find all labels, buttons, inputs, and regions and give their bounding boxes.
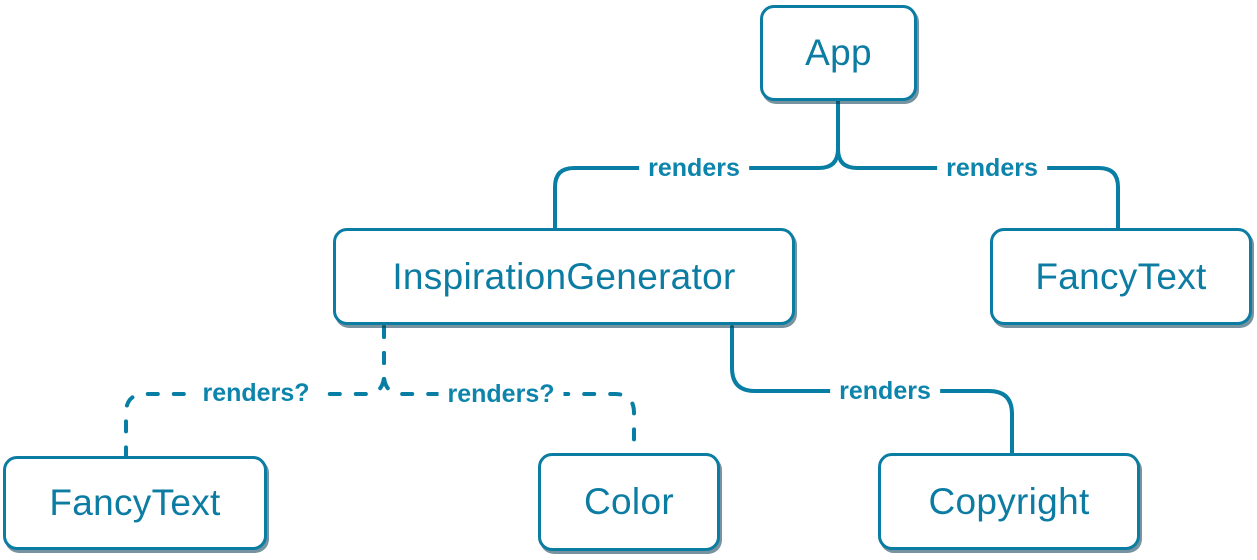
node-fancy-text-bottom: FancyText xyxy=(3,456,267,550)
edge-label-inspirationgenerator-color: renders? xyxy=(438,379,564,409)
node-fancy-text-top: FancyText xyxy=(990,228,1252,325)
node-color: Color xyxy=(538,453,720,551)
node-copyright-label: Copyright xyxy=(928,480,1090,522)
edge-label-app-inspirationgenerator: renders xyxy=(639,153,749,183)
edge-label-inspirationgenerator-copyright: renders xyxy=(830,376,940,406)
node-color-label: Color xyxy=(584,481,674,522)
edge-label-app-fancytext: renders xyxy=(937,153,1047,183)
node-app: App xyxy=(760,5,917,101)
node-copyright: Copyright xyxy=(878,453,1140,550)
node-fancy-text-top-label: FancyText xyxy=(1035,255,1207,297)
node-inspiration-generator-label: InspirationGenerator xyxy=(392,255,736,297)
node-app-label: App xyxy=(805,32,872,73)
node-fancy-text-bottom-label: FancyText xyxy=(49,482,221,523)
node-inspiration-generator: InspirationGenerator xyxy=(333,228,795,325)
edge-label-inspirationgenerator-fancytext: renders? xyxy=(193,378,319,408)
